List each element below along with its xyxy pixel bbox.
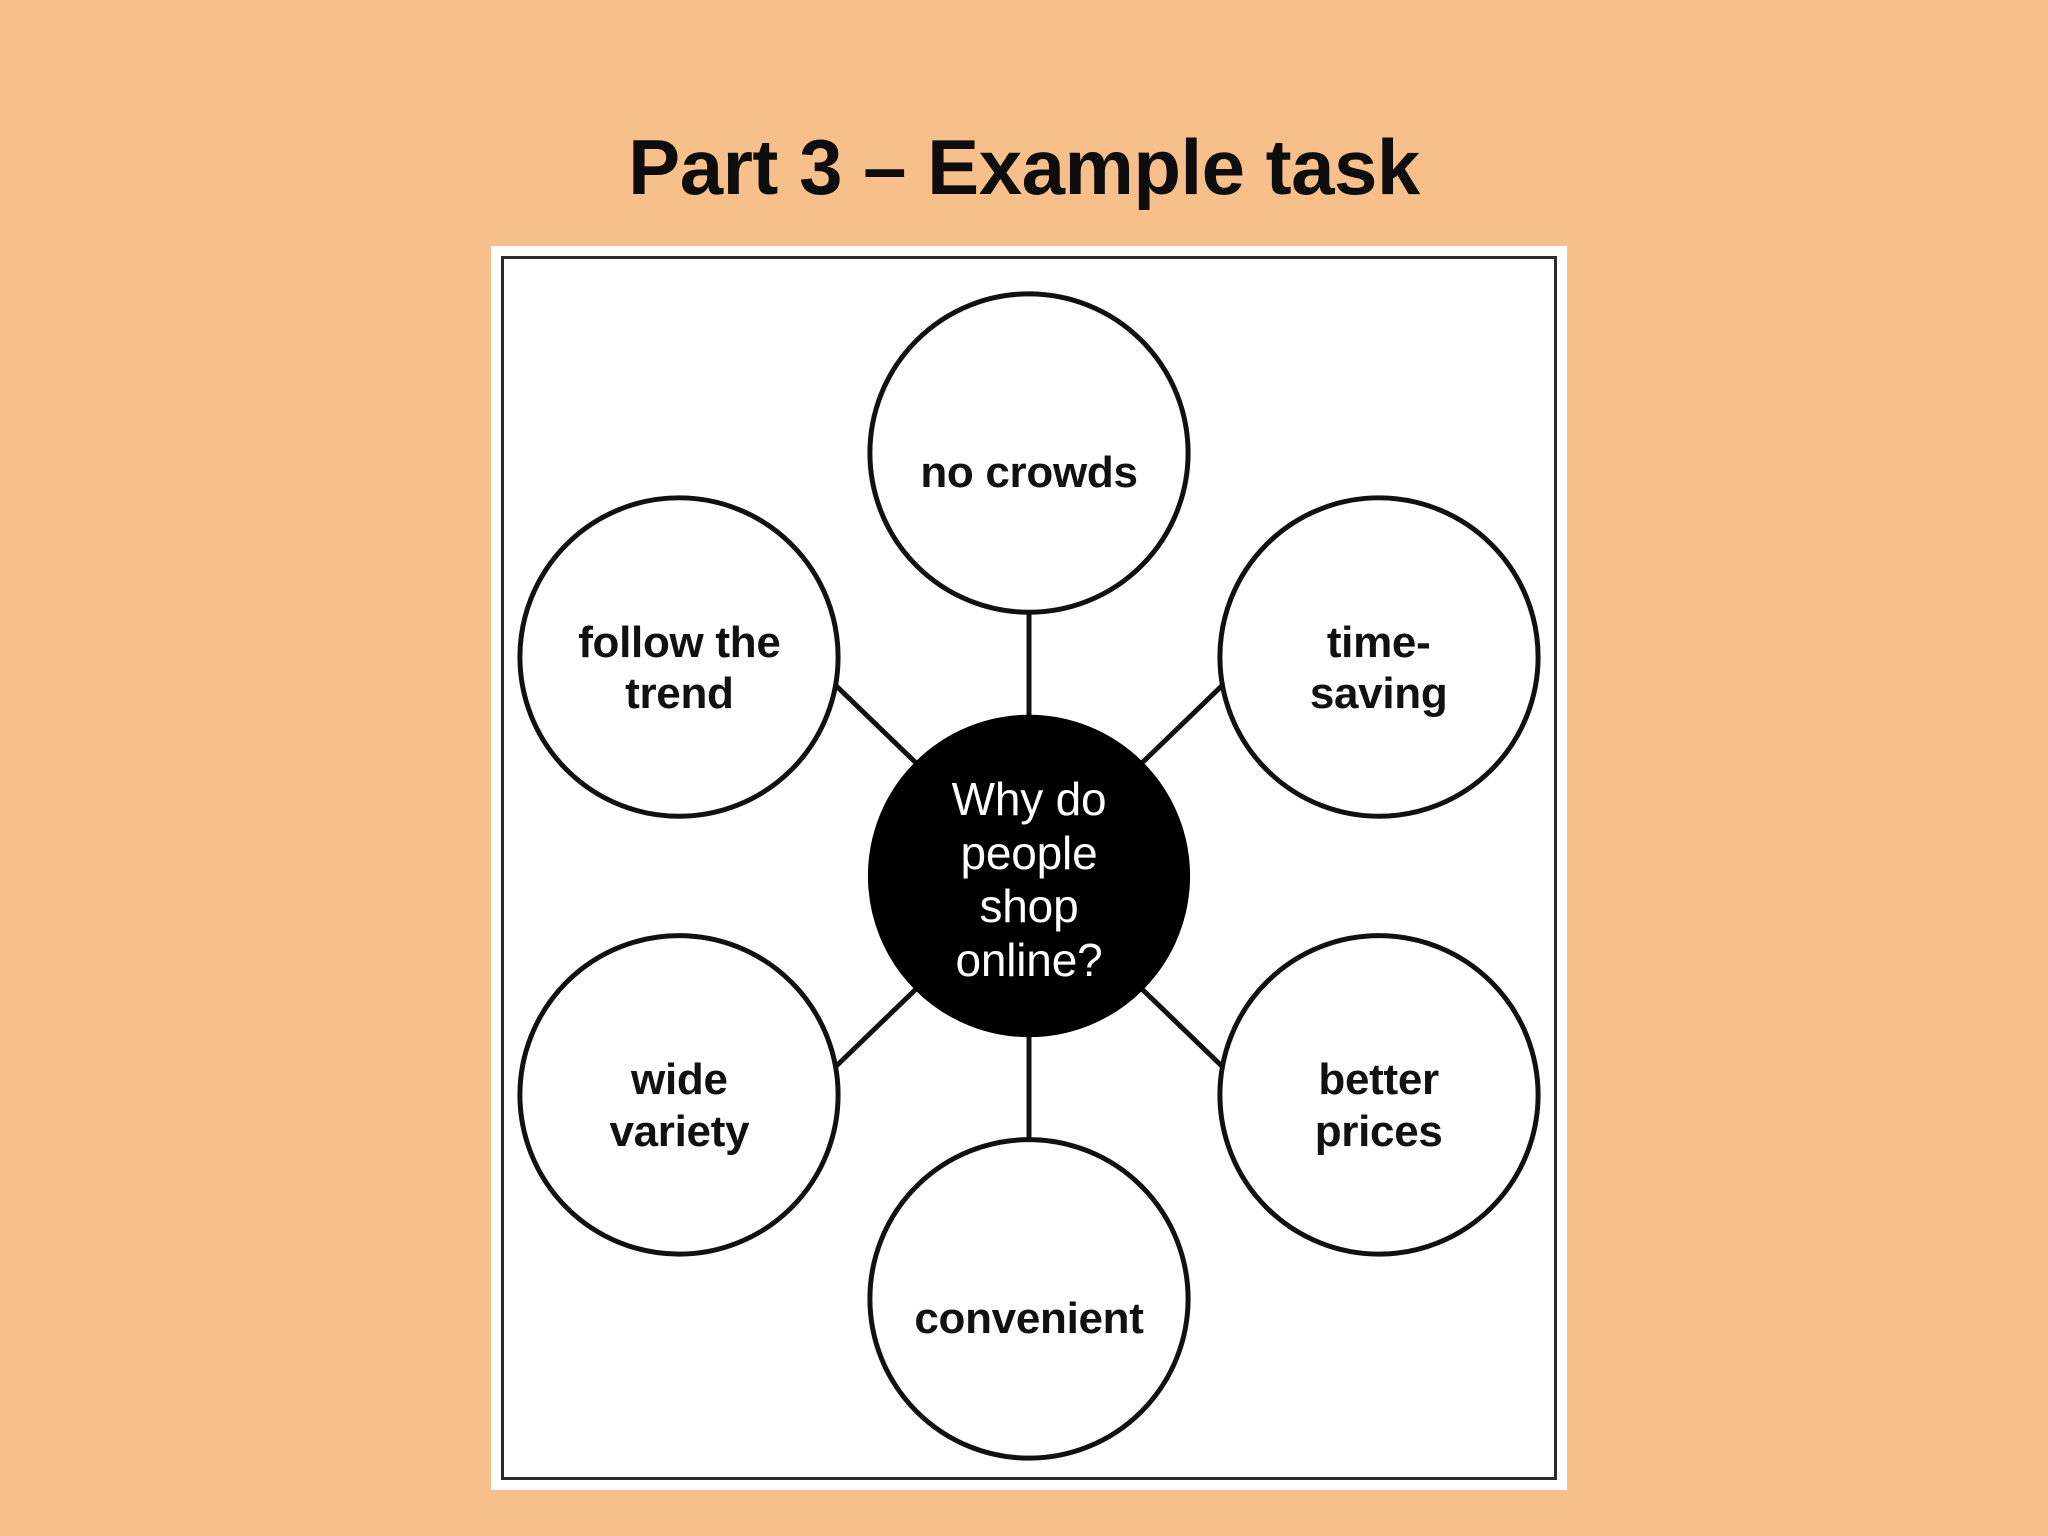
node-circle-no-crowds	[867, 291, 1191, 615]
node-circle-convenient	[867, 1137, 1191, 1461]
node-circle-wide-variety	[517, 933, 841, 1257]
diagram-frame: no crowds time- saving better prices con…	[491, 246, 1567, 1490]
mind-map-svg	[517, 291, 1541, 1461]
connector-follow-trend	[830, 680, 918, 765]
node-circle-follow-trend	[517, 495, 841, 819]
page-title: Part 3 – Example task	[628, 123, 1420, 211]
connector-group	[830, 607, 1228, 1145]
node-circle-better-prices	[1217, 933, 1541, 1257]
connector-time-saving	[1140, 680, 1228, 765]
node-circle-center	[867, 714, 1191, 1038]
connector-better-prices	[1140, 987, 1228, 1072]
diagram-canvas: no crowds time- saving better prices con…	[501, 256, 1557, 1480]
leaf-circle-group	[517, 291, 1541, 1461]
connector-wide-variety	[830, 987, 918, 1072]
node-circle-time-saving	[1217, 495, 1541, 819]
